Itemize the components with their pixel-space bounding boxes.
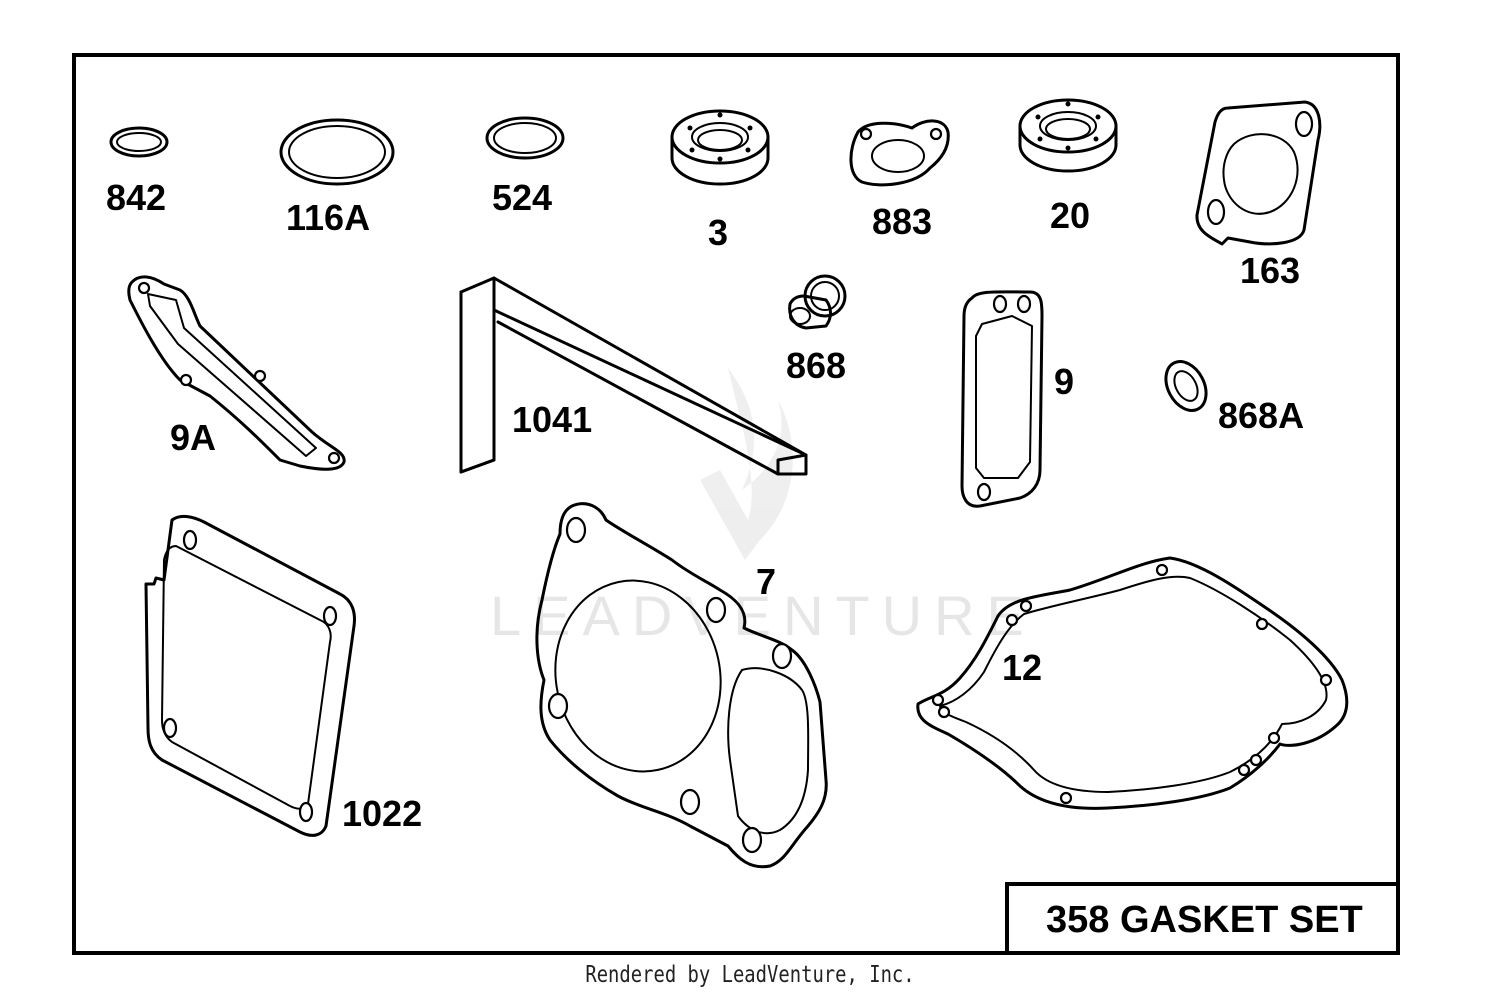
part-label-3: 3 bbox=[708, 212, 728, 253]
part-label-1041: 1041 bbox=[512, 399, 592, 440]
part-label-12: 12 bbox=[1002, 647, 1042, 688]
watermark-text: LEADVENTURE bbox=[490, 584, 1036, 647]
part-1041-seal-strip bbox=[459, 276, 808, 476]
part-868-valve-seal bbox=[788, 274, 847, 330]
watermark-logo: LEADVENTURE bbox=[490, 368, 1036, 647]
part-868A-washer bbox=[1164, 360, 1208, 412]
part-label-116A: 116A bbox=[286, 197, 370, 238]
part-label-9: 9 bbox=[1054, 361, 1074, 402]
part-12-crankcase-gasket bbox=[916, 556, 1349, 810]
part-3-oil-seal bbox=[670, 109, 770, 186]
diagram-title: 358 GASKET SET bbox=[1046, 899, 1363, 941]
footer-credit: Rendered by LeadVenture, Inc. bbox=[585, 962, 915, 988]
part-163-gasket bbox=[1195, 100, 1322, 246]
part-label-20: 20 bbox=[1050, 195, 1090, 236]
part-116A-o-ring bbox=[279, 118, 395, 186]
part-label-524: 524 bbox=[492, 177, 552, 218]
part-1022-gasket bbox=[144, 514, 356, 837]
title-box: 358 GASKET SET bbox=[1005, 882, 1398, 953]
part-label-1022: 1022 bbox=[342, 793, 422, 834]
part-9A-gasket bbox=[127, 275, 346, 471]
diagram-frame bbox=[72, 53, 1400, 955]
part-7-cylinder-head-gasket bbox=[535, 502, 828, 869]
part-9-gasket bbox=[960, 290, 1044, 508]
part-label-868A: 868A bbox=[1218, 395, 1304, 436]
part-label-7: 7 bbox=[756, 561, 776, 602]
part-20-oil-seal bbox=[1018, 98, 1118, 173]
part-label-842: 842 bbox=[106, 177, 166, 218]
part-label-9A: 9A bbox=[170, 417, 216, 458]
part-label-883: 883 bbox=[872, 201, 932, 242]
part-label-163: 163 bbox=[1240, 250, 1300, 291]
part-883-gasket bbox=[849, 119, 950, 187]
part-842-o-ring bbox=[109, 126, 169, 158]
part-label-868: 868 bbox=[786, 345, 846, 386]
part-524-o-ring bbox=[485, 116, 565, 160]
